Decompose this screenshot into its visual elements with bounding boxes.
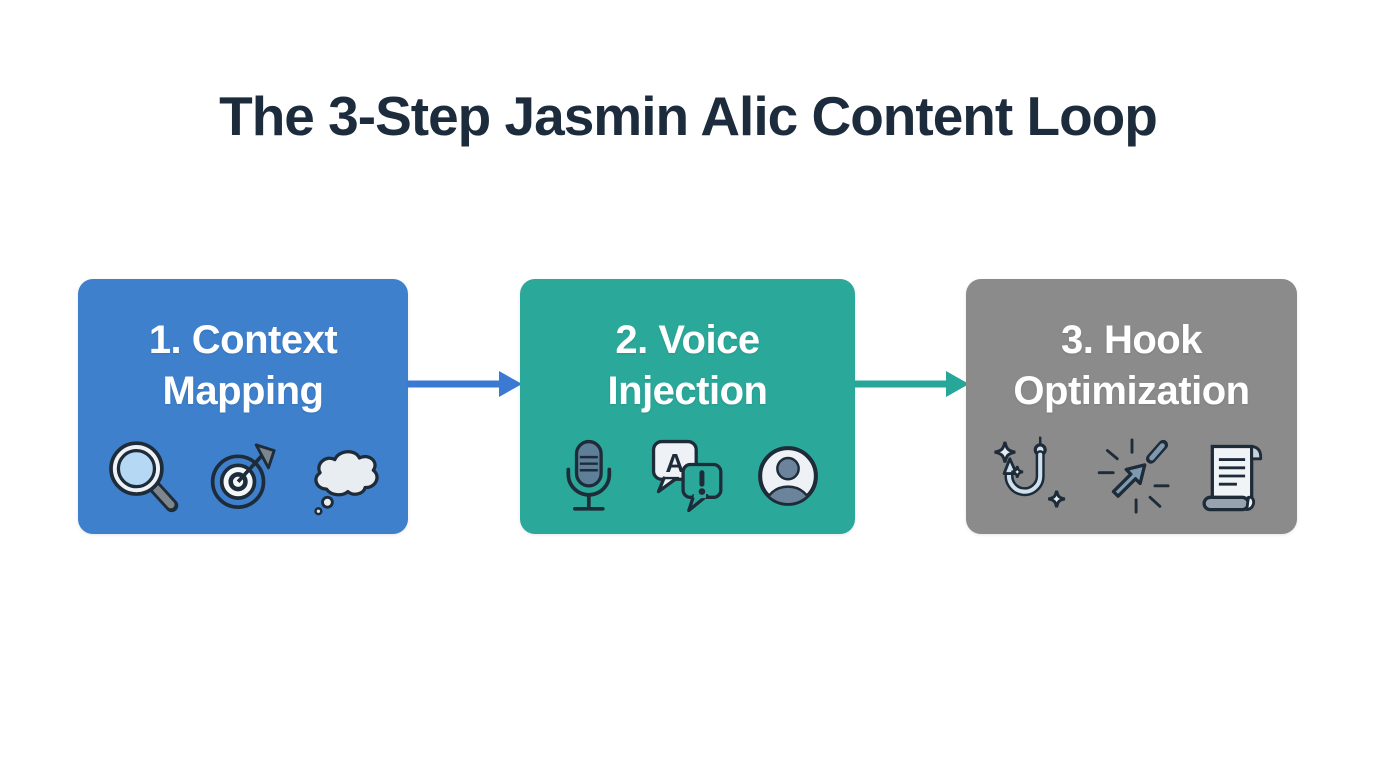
- step-1-label-line1: 1. Context: [148, 318, 338, 362]
- scroll-icon: [1201, 444, 1262, 512]
- step-2-label: 2. Voice Injection: [520, 315, 855, 417]
- arrow-step1-to-step2: [406, 366, 522, 402]
- magnifier-icon: [109, 441, 179, 513]
- step-3-label: 3. Hook Optimization: [966, 315, 1297, 417]
- step-card-hook-optimization: 3. Hook Optimization: [966, 279, 1297, 534]
- step-2-label-line1: 2. Voice: [615, 318, 760, 362]
- step-1-label: 1. Context Mapping: [78, 315, 408, 417]
- step-card-context-mapping: 1. Context Mapping: [78, 279, 408, 534]
- click-spark-icon: [1097, 438, 1170, 514]
- chat-letter: A: [665, 448, 684, 478]
- step-3-label-line1: 3. Hook: [1061, 318, 1202, 362]
- step-1-icon-row: [78, 435, 408, 517]
- step-1-label-line2: Mapping: [162, 368, 324, 413]
- step-3-icon-row: [966, 435, 1297, 517]
- diagram-title: The 3-Step Jasmin Alic Content Loop: [219, 85, 1158, 147]
- step-2-icon-row: A: [520, 435, 855, 517]
- microphone-icon: [565, 439, 611, 511]
- thought-cloud-icon: [314, 450, 379, 516]
- chat-bubbles-icon: A: [651, 439, 722, 513]
- person-avatar-icon: [757, 446, 818, 506]
- hook-sparkles-icon: [991, 436, 1073, 517]
- step-3-label-line2: Optimization: [1013, 368, 1250, 413]
- step-2-label-line2: Injection: [607, 368, 768, 413]
- step-card-voice-injection: 2. Voice Injection A: [520, 279, 855, 534]
- target-icon: [210, 443, 276, 510]
- arrow-step2-to-step3: [853, 366, 969, 402]
